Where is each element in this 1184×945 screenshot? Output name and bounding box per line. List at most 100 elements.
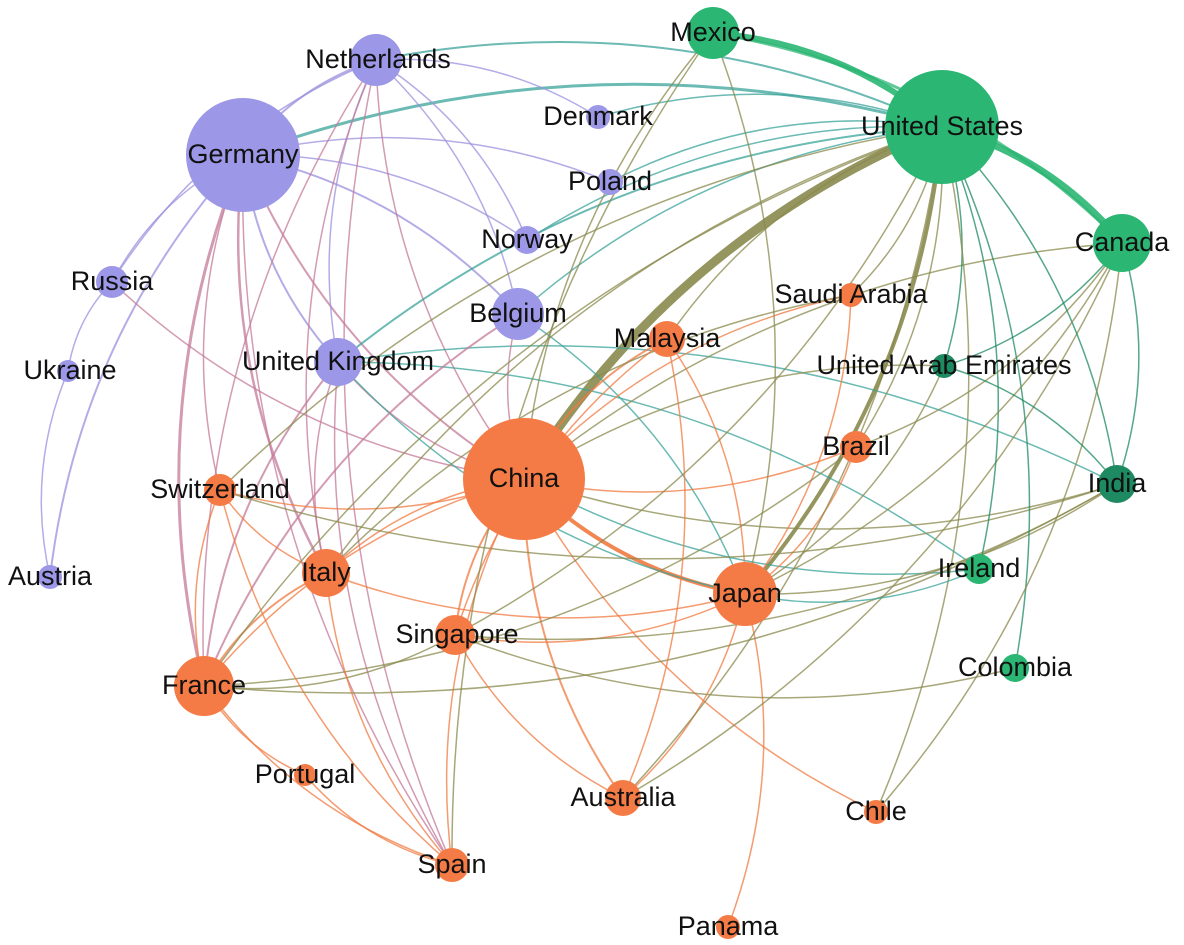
- node-ireland[interactable]: [964, 554, 994, 584]
- node-colombia[interactable]: [1001, 654, 1029, 682]
- edge-canada-uae: [943, 242, 1123, 367]
- label-india: India: [1088, 468, 1148, 498]
- edge-netherlands-italy: [305, 59, 377, 574]
- label-germany: Germany: [187, 139, 299, 169]
- edge-canada-japan: [744, 242, 1123, 595]
- edge-france-india: [203, 483, 1118, 694]
- edges-layer: [40, 30, 1140, 928]
- edge-japan-india: [744, 483, 1118, 595]
- label-portugal: Portugal: [255, 759, 356, 789]
- label-malaysia: Malaysia: [614, 323, 722, 353]
- edge-singapore-colombia: [454, 634, 1016, 699]
- node-singapore[interactable]: [435, 615, 475, 655]
- node-uae[interactable]: [932, 354, 956, 378]
- node-chile[interactable]: [864, 800, 888, 824]
- node-portugal[interactable]: [294, 764, 316, 786]
- edge-switzerland-india: [219, 483, 1118, 560]
- label-poland: Poland: [568, 166, 652, 196]
- edge-italy-spain: [325, 572, 453, 866]
- edge-netherlands-denmark: [375, 58, 599, 118]
- label-chile: Chile: [845, 796, 907, 826]
- edge-germany-us: [242, 82, 943, 157]
- edge-singapore-us: [454, 126, 943, 636]
- node-china[interactable]: [463, 418, 585, 540]
- label-australia: Australia: [570, 782, 676, 812]
- edge-china-ireland: [523, 478, 980, 576]
- node-uk[interactable]: [314, 338, 362, 386]
- edge-netherlands-norway: [375, 59, 528, 241]
- edge-netherlands-belgium: [375, 59, 519, 315]
- edge-china-mexico: [523, 32, 714, 480]
- edge-netherlands-france: [202, 59, 377, 687]
- edge-belgium-japan: [517, 313, 746, 595]
- edge-netherlands-spain: [343, 59, 453, 866]
- edge-switzerland-spain: [219, 489, 453, 866]
- node-norway[interactable]: [513, 226, 541, 254]
- edge-singapore-australia: [454, 634, 624, 799]
- node-japan[interactable]: [713, 562, 777, 626]
- node-mexico[interactable]: [687, 7, 739, 59]
- edge-us-japan: [743, 126, 944, 596]
- edge-japan-saudi: [744, 294, 852, 595]
- edge-norway-us: [526, 125, 943, 241]
- label-norway: Norway: [481, 224, 573, 254]
- node-belgium[interactable]: [492, 288, 544, 340]
- label-belgium: Belgium: [469, 298, 567, 328]
- edge-china-uae: [523, 364, 945, 480]
- node-malaysia[interactable]: [649, 321, 685, 357]
- edge-us-chile: [875, 126, 970, 813]
- node-denmark[interactable]: [586, 105, 610, 129]
- edge-australia-us: [622, 126, 943, 799]
- node-italy[interactable]: [302, 549, 350, 597]
- labels-layer: GermanyNetherlandsDenmarkPolandNorwayRus…: [8, 17, 1170, 941]
- label-colombia: Colombia: [958, 652, 1073, 682]
- edge-uk-india: [337, 345, 1118, 485]
- node-france[interactable]: [174, 656, 234, 716]
- node-panama[interactable]: [716, 915, 740, 939]
- node-brazil[interactable]: [840, 431, 872, 463]
- nodes-layer: [38, 7, 1151, 939]
- node-switzerland[interactable]: [204, 474, 236, 506]
- label-panama: Panama: [678, 911, 780, 941]
- node-spain[interactable]: [435, 848, 469, 882]
- node-canada[interactable]: [1093, 214, 1151, 272]
- edge-germany-austria: [49, 154, 244, 578]
- edge-germany-france: [177, 154, 245, 687]
- edge-canada-chile: [875, 242, 1123, 813]
- edge-france-brazil: [203, 446, 857, 687]
- node-india[interactable]: [1098, 465, 1136, 503]
- edge-australia-malaysia: [622, 338, 686, 799]
- node-australia[interactable]: [605, 780, 641, 816]
- node-us[interactable]: [885, 70, 999, 184]
- edge-japan-italy: [325, 572, 746, 619]
- node-netherlands[interactable]: [350, 34, 402, 86]
- edge-russia-china: [111, 281, 525, 480]
- label-france: France: [162, 670, 246, 700]
- label-canada: Canada: [1075, 227, 1171, 257]
- label-china: China: [489, 463, 561, 493]
- edge-uae-india: [943, 365, 1118, 485]
- edge-uk-spain: [333, 361, 453, 866]
- label-ukraine: Ukraine: [23, 355, 116, 385]
- node-austria[interactable]: [38, 565, 62, 589]
- edge-italy-us: [325, 126, 943, 574]
- edge-uk-france: [203, 361, 339, 687]
- label-uae: United Arab Emirates: [816, 350, 1071, 380]
- node-poland[interactable]: [597, 169, 623, 195]
- node-germany[interactable]: [186, 98, 300, 212]
- node-ukraine[interactable]: [57, 360, 79, 382]
- edge-belgium-france: [203, 313, 519, 687]
- edge-china-india: [523, 478, 1118, 530]
- edge-france-us: [203, 126, 943, 687]
- label-brazil: Brazil: [822, 431, 890, 461]
- edge-uk-us: [337, 126, 943, 363]
- edge-netherlands-uk: [328, 59, 377, 363]
- node-saudi[interactable]: [839, 283, 863, 307]
- edge-brazil-canada: [855, 242, 1123, 448]
- label-italy: Italy: [301, 557, 351, 587]
- edge-mexico-japan: [712, 32, 777, 595]
- edge-italy-saudi: [325, 294, 852, 574]
- edge-us-ireland: [941, 126, 1000, 570]
- node-russia[interactable]: [96, 266, 128, 298]
